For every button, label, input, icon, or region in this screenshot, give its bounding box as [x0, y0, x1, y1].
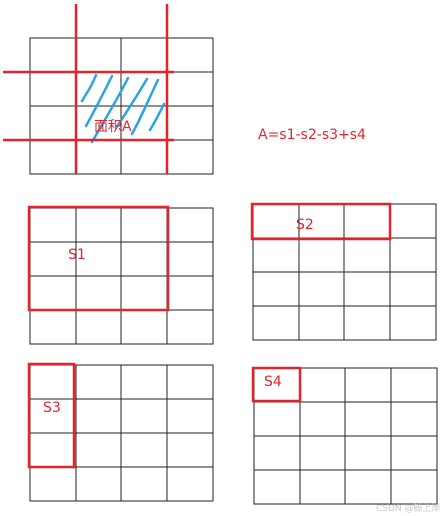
s4-highlight-rect [251, 366, 302, 403]
hatch-stroke [114, 77, 149, 130]
s4-label: S4 [264, 374, 282, 390]
s1-highlight-rect [27, 205, 170, 312]
top-grid [29, 37, 214, 175]
s2-label: S2 [296, 217, 314, 233]
grid-s2 [252, 203, 437, 341]
blue-hatching [80, 73, 166, 144]
hatch-stroke [80, 73, 98, 103]
hatch-stroke [84, 74, 114, 128]
grid-s2-panel: S2 [250, 202, 437, 341]
s3-label: S3 [43, 400, 61, 416]
s2-highlight-rect [250, 202, 392, 241]
top-grid-panel: 面积A [3, 4, 214, 175]
formula-text: A=s1-s2-s3+s4 [258, 127, 366, 143]
grid-s3-panel: S3 [27, 362, 214, 502]
hatch-stroke [90, 76, 130, 144]
s3-highlight-rect [27, 362, 76, 469]
red-cross-lines [3, 4, 174, 174]
grid-s3 [29, 364, 214, 502]
area-a-label: 面积A [94, 119, 132, 135]
watermark-text: CSDN @鲸上岸 [376, 502, 441, 514]
hatch-stroke [130, 78, 160, 136]
hatch-stroke [148, 102, 166, 132]
grid-s1-panel: S1 [27, 205, 214, 345]
s1-label: S1 [68, 247, 86, 263]
grid-s4-panel: S4 [251, 366, 438, 505]
grid-s1 [29, 207, 214, 345]
